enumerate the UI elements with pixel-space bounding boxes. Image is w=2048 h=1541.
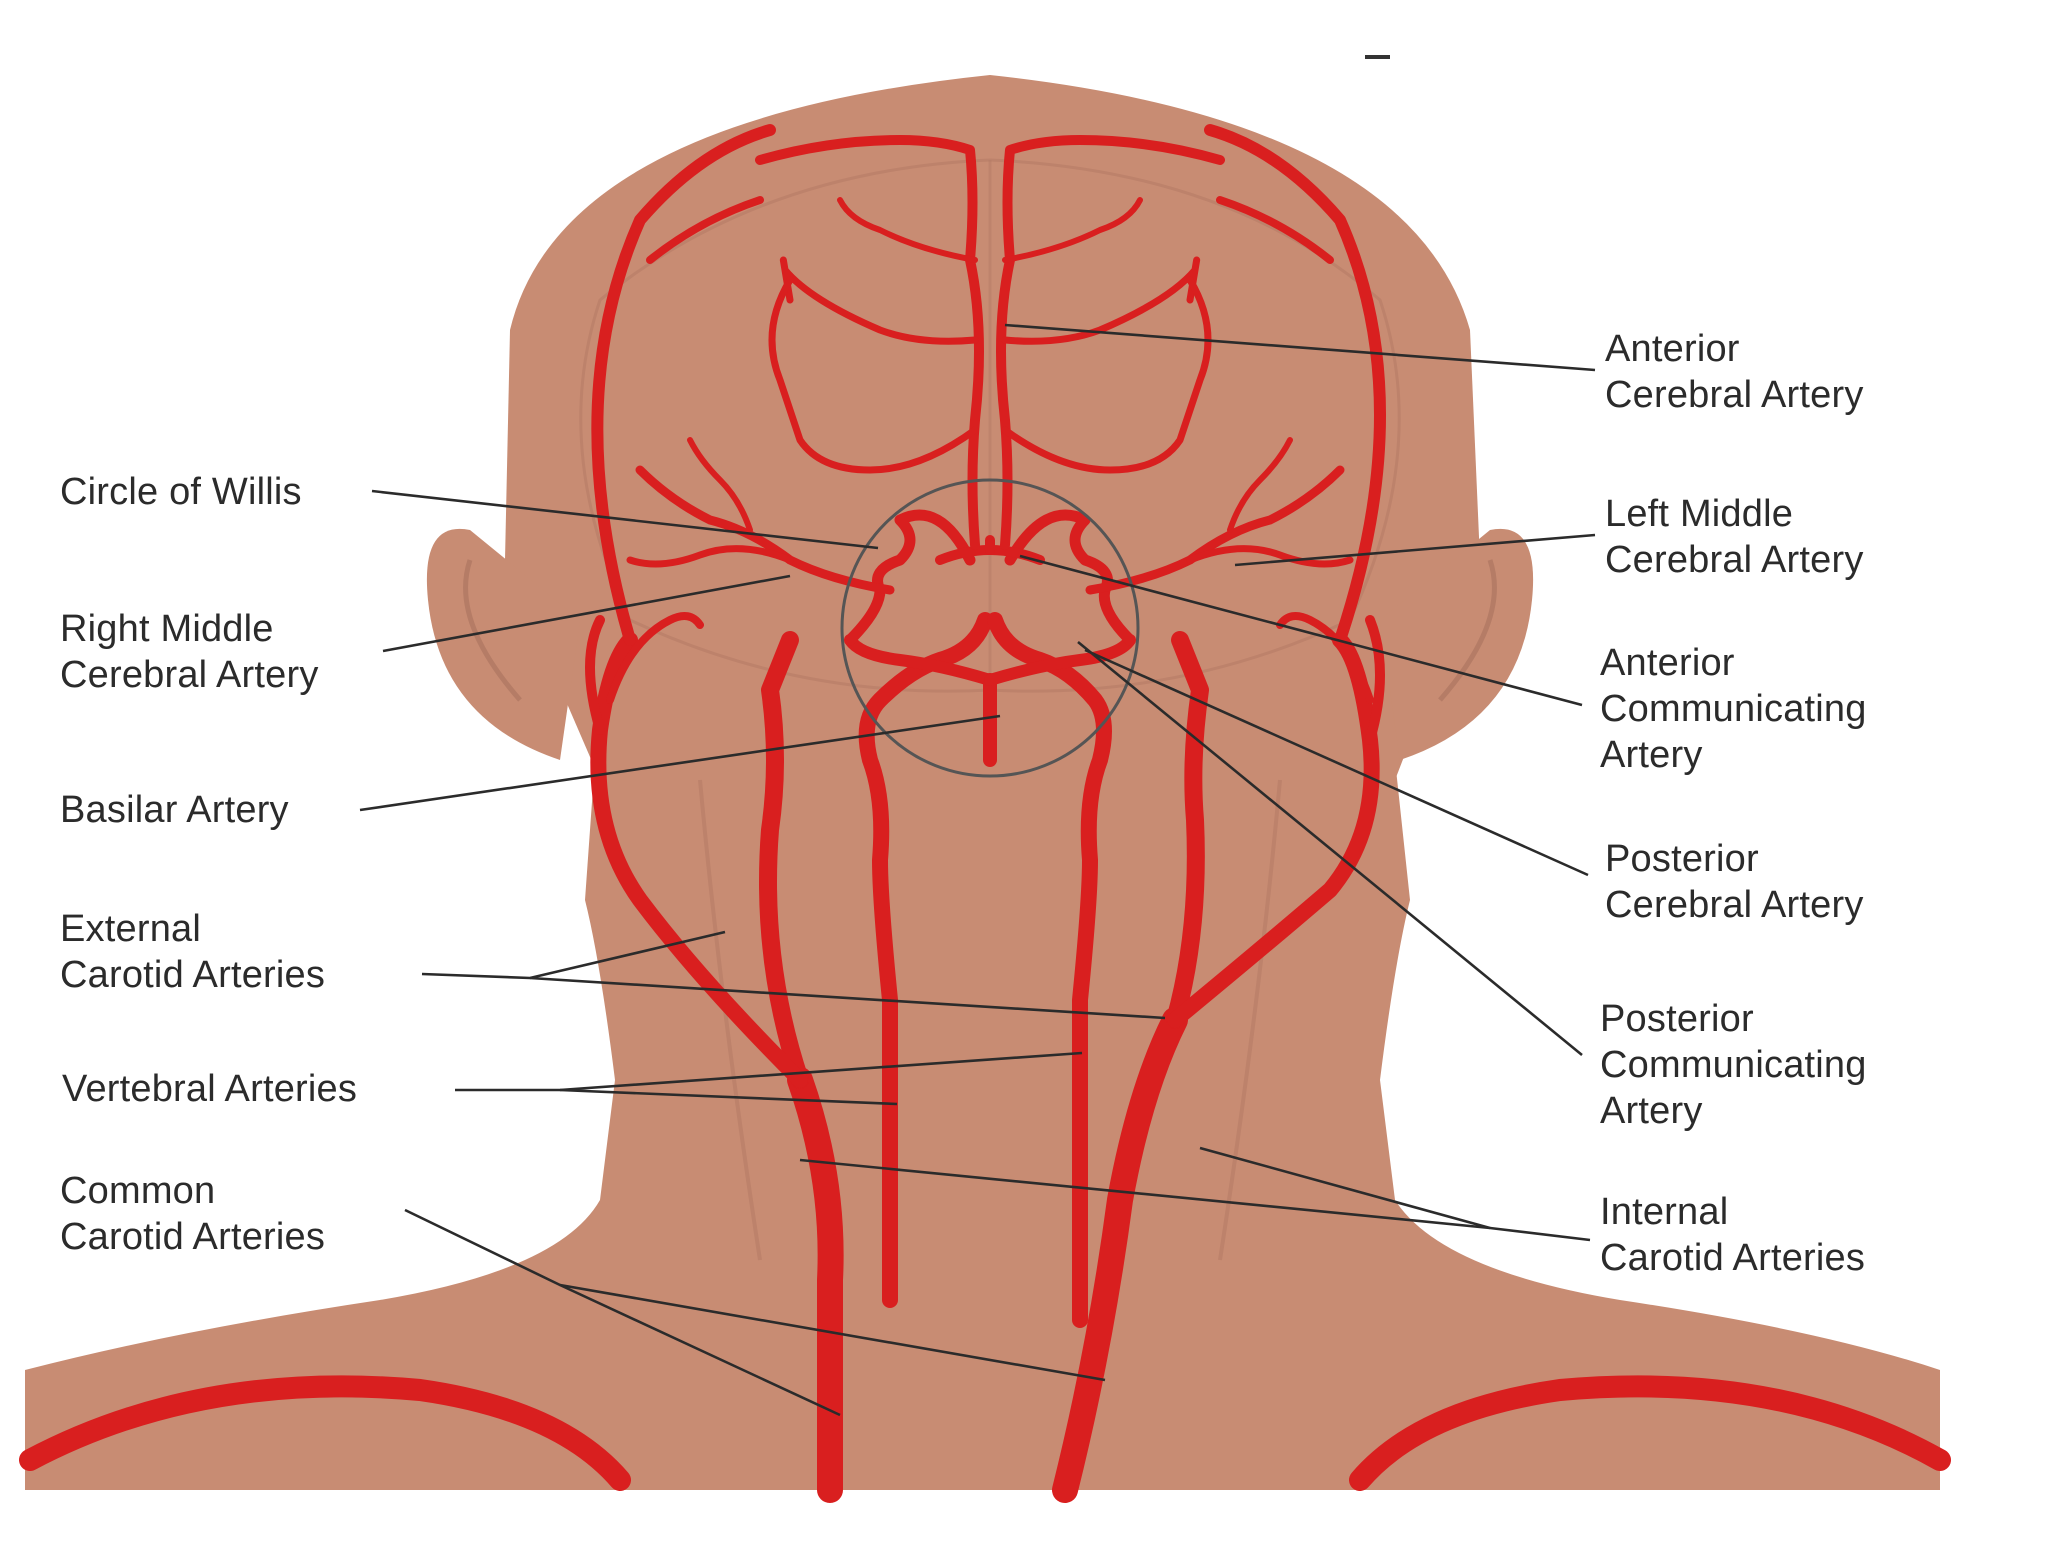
label-external-carotid-arteries: External Carotid Arteries: [60, 906, 325, 998]
label-anterior-communicating-artery: Anterior Communicating Artery: [1600, 640, 1867, 778]
label-right-middle-cerebral-artery: Right Middle Cerebral Artery: [60, 606, 319, 698]
label-internal-carotid-arteries: Internal Carotid Arteries: [1600, 1189, 1865, 1281]
label-posterior-communicating-artery: Posterior Communicating Artery: [1600, 996, 1867, 1134]
label-common-carotid-arteries: Common Carotid Arteries: [60, 1168, 325, 1260]
label-circle-of-willis: Circle of Willis: [60, 469, 302, 515]
label-left-middle-cerebral-artery: Left Middle Cerebral Artery: [1605, 491, 1864, 583]
label-posterior-cerebral-artery: Posterior Cerebral Artery: [1605, 836, 1864, 928]
label-anterior-cerebral-artery: Anterior Cerebral Artery: [1605, 326, 1864, 418]
label-basilar-artery: Basilar Artery: [60, 787, 289, 833]
label-vertebral-arteries: Vertebral Arteries: [62, 1066, 357, 1112]
